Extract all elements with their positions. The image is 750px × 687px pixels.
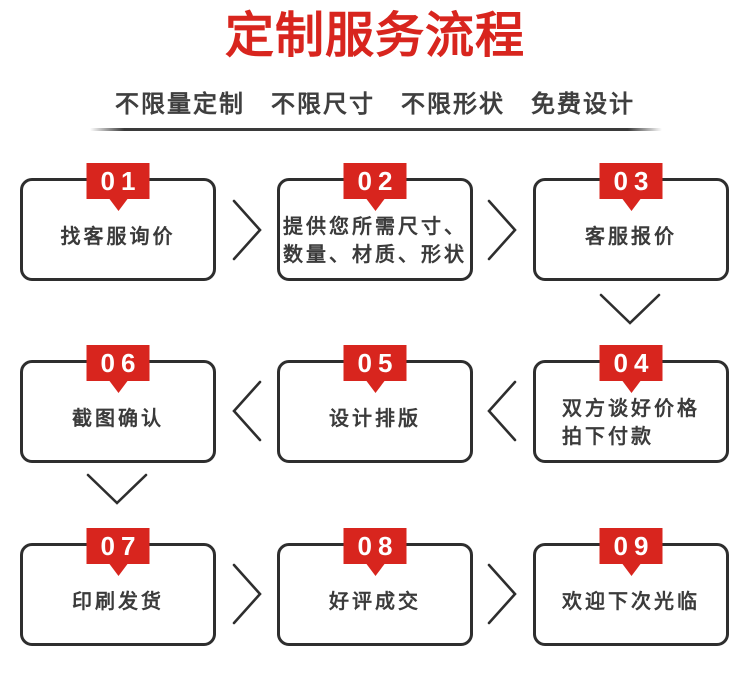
step-box-05: 05 设计排版 (277, 345, 473, 463)
step-number-badge-08: 08 (343, 528, 407, 576)
badge-pointer-icon (366, 564, 384, 576)
step-number-04: 04 (613, 348, 655, 378)
step-label-04: 双方谈好价格 拍下付款 (562, 373, 700, 451)
step-number-badge-02: 02 (343, 163, 407, 211)
step-number-07: 07 (100, 531, 142, 561)
subtitle-item-free-design: 免费设计 (531, 91, 635, 118)
badge-pointer-icon (366, 381, 384, 393)
step-label-02-line2: 数量、材质、形状 (283, 243, 467, 266)
step-number-02: 02 (357, 166, 399, 196)
step-label-06: 截图确认 (72, 407, 164, 430)
step-number-05: 05 (357, 348, 399, 378)
step-label-09: 欢迎下次光临 (562, 590, 700, 613)
step-box-08: 08 好评成交 (277, 528, 473, 646)
step-box-07: 07 印刷发货 (20, 528, 216, 646)
step-number-badge-04: 04 (599, 345, 663, 393)
step-label-04-line2: 拍下付款 (562, 425, 654, 448)
step-number-09: 09 (613, 531, 655, 561)
step-box-03: 03 客服报价 (533, 163, 729, 281)
step-label-02: 提供您所需尺寸、 数量、材质、形状 (283, 191, 467, 269)
step-number-badge-07: 07 (86, 528, 150, 576)
badge-pointer-icon (622, 381, 640, 393)
step-number-badge-03: 03 (599, 163, 663, 211)
step-label-01: 找客服询价 (60, 225, 176, 248)
step-label-08: 好评成交 (329, 590, 421, 613)
badge-pointer-icon (622, 199, 640, 211)
badge-pointer-icon (109, 199, 127, 211)
arrow-right-icon (232, 563, 262, 625)
badge-pointer-icon (366, 199, 384, 211)
step-number-06: 06 (100, 348, 142, 378)
step-box-09: 09 欢迎下次光临 (533, 528, 729, 646)
arrow-right-icon (232, 199, 262, 261)
subtitle-item-unlimited-shape: 不限形状 (401, 91, 505, 118)
arrow-right-icon (487, 199, 517, 261)
step-label-02-line1: 提供您所需尺寸、 (283, 215, 467, 238)
arrow-left-icon (232, 380, 262, 442)
step-label-03: 客服报价 (585, 225, 677, 248)
subtitle-row: 不限量定制 不限尺寸 不限形状 免费设计 (0, 84, 750, 119)
arrow-left-icon (487, 380, 517, 442)
step-label-05: 设计排版 (329, 407, 421, 430)
arrow-down-icon (86, 473, 148, 505)
badge-pointer-icon (622, 564, 640, 576)
step-number-badge-09: 09 (599, 528, 663, 576)
step-number-badge-05: 05 (343, 345, 407, 393)
subtitle-item-unlimited-size: 不限尺寸 (271, 91, 375, 118)
arrow-right-icon (487, 563, 517, 625)
badge-pointer-icon (109, 381, 127, 393)
step-box-04: 04 双方谈好价格 拍下付款 (533, 345, 729, 463)
step-label-04-line1: 双方谈好价格 (562, 397, 700, 420)
step-number-badge-06: 06 (86, 345, 150, 393)
step-box-01: 01 找客服询价 (20, 163, 216, 281)
step-number-badge-01: 01 (86, 163, 150, 211)
step-box-02: 02 提供您所需尺寸、 数量、材质、形状 (277, 163, 473, 281)
step-number-08: 08 (357, 531, 399, 561)
step-label-07: 印刷发货 (72, 590, 164, 613)
step-number-03: 03 (613, 166, 655, 196)
step-box-06: 06 截图确认 (20, 345, 216, 463)
page-title: 定制服务流程 (224, 9, 525, 63)
subtitle-item-unlimited-quantity: 不限量定制 (115, 91, 245, 118)
divider-line (90, 128, 662, 131)
arrow-down-icon (599, 293, 661, 325)
badge-pointer-icon (109, 564, 127, 576)
step-number-01: 01 (100, 166, 142, 196)
